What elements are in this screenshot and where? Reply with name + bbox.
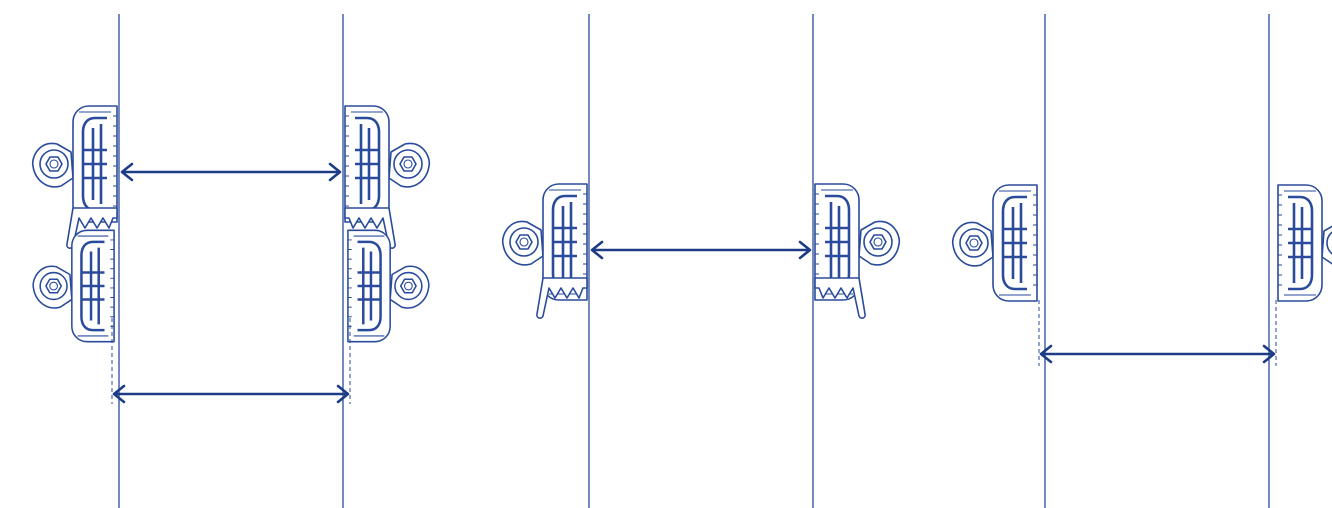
clamp-right-upper <box>343 104 431 224</box>
clamp-left <box>951 183 1039 303</box>
clamp-left-lower <box>31 229 116 343</box>
dimension-arrow <box>1039 344 1276 364</box>
clamp-right-lower <box>346 229 431 343</box>
clamp-right <box>1276 183 1332 303</box>
clamp-left-upper <box>31 104 119 224</box>
dimension-arrow-upper <box>120 162 342 182</box>
panel-double-clamp <box>31 14 431 508</box>
dimension-arrow <box>590 240 812 260</box>
panel-single-clamp <box>501 14 901 508</box>
dimension-arrow-lower <box>112 384 350 404</box>
panel-offset-clamp <box>951 14 1332 508</box>
